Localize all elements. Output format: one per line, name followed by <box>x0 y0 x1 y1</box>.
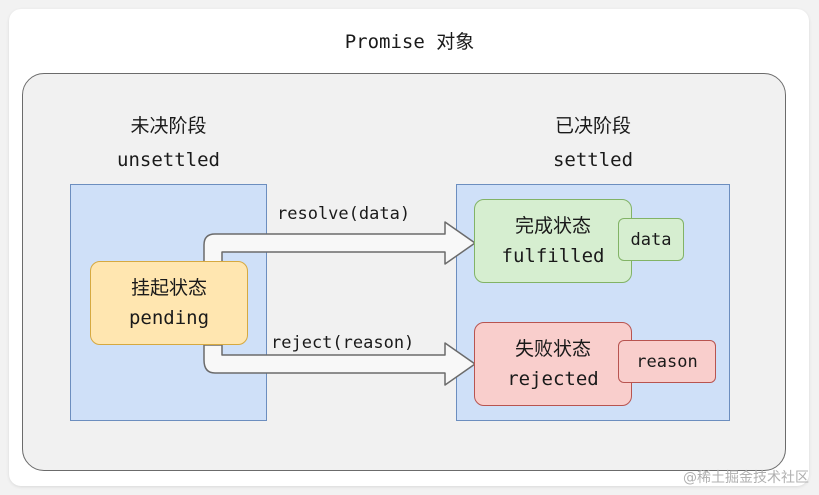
watermark: @稀土掘金技术社区 <box>683 470 809 486</box>
unsettled-label-en: unsettled <box>117 149 220 171</box>
rejected-state: 失败状态 rejected <box>474 322 632 406</box>
settled-label-en: settled <box>552 149 634 171</box>
reason-tag: reason <box>618 340 716 383</box>
pending-label-en: pending <box>128 307 210 329</box>
fulfilled-label-en: fulfilled <box>501 245 605 267</box>
rejected-label-en: rejected <box>507 368 599 390</box>
pending-label-zh: 挂起状态 <box>130 277 207 299</box>
resolve-label: resolve(data) <box>277 204 411 224</box>
reject-label: reject(reason) <box>271 333 415 353</box>
fulfilled-label-zh: 完成状态 <box>514 215 591 237</box>
rejected-label-zh: 失败状态 <box>514 338 591 360</box>
settled-label-zh: 已决阶段 <box>554 115 631 137</box>
pending-state: 挂起状态 pending <box>90 261 248 345</box>
unsettled-label-zh: 未决阶段 <box>130 115 207 137</box>
fulfilled-state: 完成状态 fulfilled <box>474 199 632 283</box>
data-tag: data <box>618 218 684 261</box>
resolve-arrow <box>203 221 476 265</box>
diagram-title: Promise 对象 <box>344 31 475 53</box>
reject-arrow <box>203 342 476 386</box>
